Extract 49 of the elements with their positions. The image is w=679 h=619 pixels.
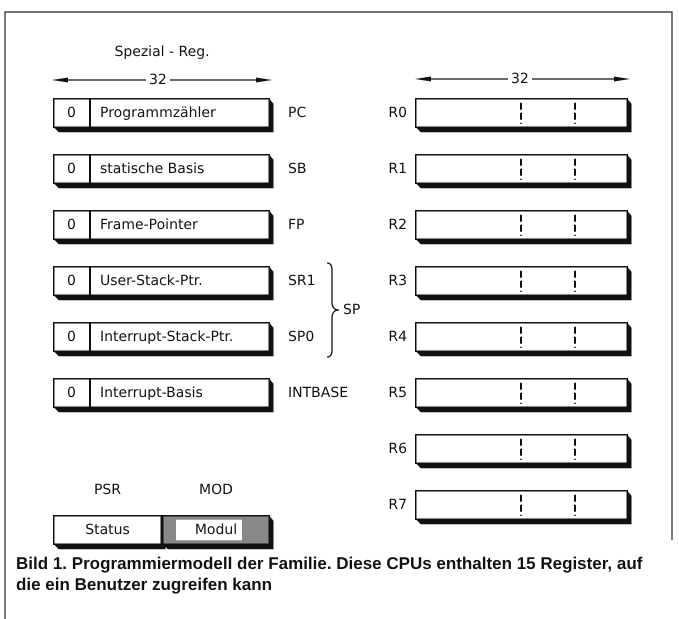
register-label: R4 — [387, 329, 407, 345]
register-label: R5 — [387, 385, 407, 401]
bit-value: 0 — [67, 161, 76, 177]
register-name: statische Basis — [100, 161, 204, 177]
register-name: Programmzähler — [100, 105, 216, 121]
register-label: INTBASE — [288, 385, 348, 401]
register-box — [53, 266, 275, 301]
register-box — [415, 154, 633, 189]
bit-value: 0 — [67, 273, 76, 289]
register-label: SP0 — [288, 329, 314, 345]
heading-label: Spezial - Reg. — [113, 44, 211, 60]
status-register-box — [162, 482, 275, 550]
register-label: PC — [288, 105, 306, 121]
bit-value: 0 — [67, 105, 76, 121]
register-label: SB — [288, 161, 306, 177]
register-name: Modul — [194, 522, 238, 538]
register-box — [53, 322, 275, 357]
register-abbreviation: MOD — [198, 482, 234, 498]
register-label: R0 — [387, 105, 407, 121]
figure-caption: Bild 1. Programmiermodell der Familie. Diese CPUs enthalten 15 Register, auf die ein Benutzer zugreifen kann — [16, 553, 644, 595]
status-register-box — [53, 482, 167, 550]
group-label: SP — [343, 302, 360, 318]
register-box — [415, 378, 633, 413]
register-abbreviation: PSR — [92, 482, 122, 498]
register-name: User-Stack-Ptr. — [100, 273, 203, 289]
register-box — [415, 322, 633, 357]
register-box — [53, 98, 275, 133]
register-label: R7 — [387, 497, 407, 513]
register-label: SR1 — [288, 273, 316, 289]
register-label: R3 — [387, 273, 407, 289]
register-name: Frame-Pointer — [100, 217, 198, 233]
register-label: FP — [288, 217, 304, 233]
bit-value: 0 — [67, 385, 76, 401]
bit-value: 0 — [67, 217, 76, 233]
register-name: Status — [84, 522, 131, 538]
register-box — [415, 98, 633, 133]
bit-value: 0 — [67, 329, 76, 345]
register-label: R6 — [387, 441, 407, 457]
register-label: R2 — [387, 217, 407, 233]
register-box — [53, 210, 275, 245]
register-box — [53, 154, 275, 189]
register-box — [415, 434, 633, 469]
register-box — [415, 210, 633, 245]
register-box — [53, 378, 275, 413]
register-name: Interrupt-Stack-Ptr. — [100, 329, 234, 345]
register-name: Interrupt-Basis — [100, 385, 203, 401]
register-box — [415, 490, 633, 525]
register-label: R1 — [387, 161, 407, 177]
register-box — [415, 266, 633, 301]
